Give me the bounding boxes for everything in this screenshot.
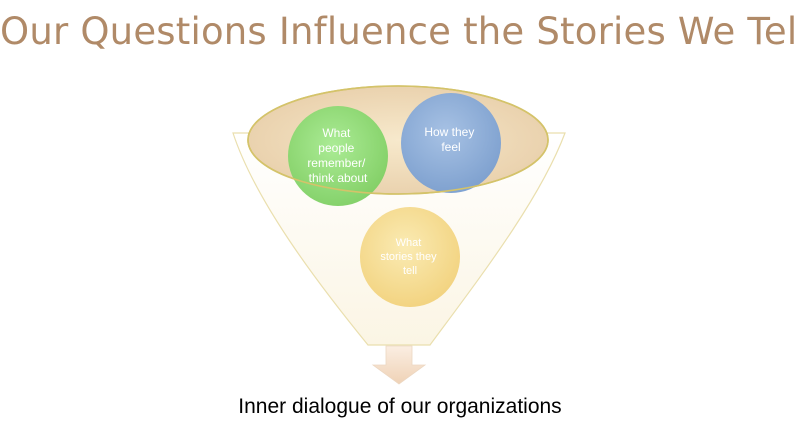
circle-stories — [360, 207, 460, 307]
circle-remember — [288, 106, 388, 206]
down-arrow-icon — [371, 345, 427, 385]
circle-feel — [401, 93, 501, 193]
caption: Inner dialogue of our organizations — [238, 395, 562, 418]
funnel-rim-outline — [247, 85, 549, 195]
circle-stories-label: What stories they tell — [380, 237, 439, 277]
circle-feel-label: How they feel — [424, 125, 477, 154]
slide-title: Our Questions Influence the Stories We T… — [0, 10, 800, 53]
circle-remember-label: What people remember/ think about — [307, 126, 368, 185]
